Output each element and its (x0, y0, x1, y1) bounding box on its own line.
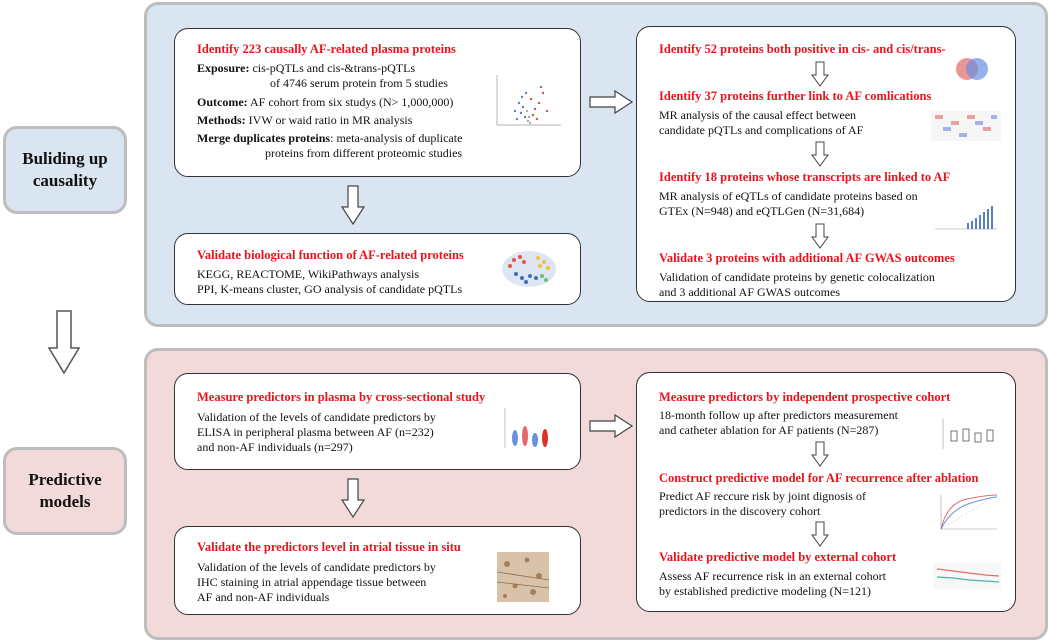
validate-tissue-box: Validate the predictors level in atrial … (174, 526, 581, 615)
box3-t4a: Validation of candidate proteins by gene… (659, 270, 935, 284)
box5-heading: Validate the predictors level in atrial … (197, 540, 461, 554)
down-arrow-icon (811, 61, 829, 87)
box3-t2a: MR analysis of the causal effect between (659, 108, 857, 122)
methods-text: IVW or waid ratio in MR analysis (245, 113, 413, 127)
ihc-stain-thumbnail (497, 552, 549, 602)
down-arrow-icon (811, 521, 829, 547)
box3-h1: Identify 52 proteins both positive in ci… (659, 42, 946, 56)
violin-plot-thumbnail (504, 408, 548, 448)
box6-h3: Validate predictive model by external co… (659, 550, 897, 564)
network-thumbnail (502, 251, 556, 287)
outcome-label: Outcome: (197, 95, 248, 109)
merge-text-2: proteins from different proteomic studie… (265, 146, 463, 160)
box3-h2: Identify 37 proteins further link to AF … (659, 89, 932, 103)
box2-heading: Validate biological function of AF-relat… (197, 248, 464, 262)
causality-label-line2: causality (32, 171, 98, 190)
box6-t2a: Predict AF reccure risk by joint dignosi… (659, 489, 866, 503)
box6-t1b: and catheter ablation for AF patients (N… (659, 423, 879, 437)
box6-t2b: predictors in the discovery cohort (659, 504, 821, 518)
venn-thumbnail (956, 58, 988, 80)
right-arrow-icon (589, 89, 634, 115)
measure-plasma-box: Measure predictors in plasma by cross-se… (174, 373, 581, 470)
causality-label: Buliding up causality (3, 126, 127, 214)
box5-line3: AF and non-AF individuals (197, 590, 330, 604)
exposure-text-2: of 4746 serum protein from 5 studies (270, 76, 448, 90)
predictive-label: Predictive models (3, 447, 127, 535)
merge-text: : meta-analysis of duplicate (330, 131, 463, 145)
methods-label: Methods: (197, 113, 246, 127)
down-arrow-icon (47, 310, 81, 375)
box3-h4: Validate 3 proteins with additional AF G… (659, 251, 955, 265)
right-arrow-icon (589, 413, 634, 439)
heatmap-thumbnail (931, 111, 1001, 141)
roc-curve-thumbnail (940, 494, 998, 530)
volcano-plot-thumbnail (496, 75, 561, 126)
bar-chart-thumbnail (935, 206, 997, 230)
box3-t2b: candidate pQTLs and complications of AF (659, 123, 864, 137)
prospective-cohort-box: Measure predictors by independent prospe… (636, 372, 1016, 612)
down-arrow-icon (340, 478, 366, 519)
box5-line2: IHC staining in atrial appendage tissue … (197, 575, 427, 589)
box2-line1: KEGG, REACTOME, WikiPathways analysis (197, 267, 420, 281)
box4-line3: and non-AF individuals (n=297) (197, 440, 353, 454)
validate-biological-box: Validate biological function of AF-relat… (174, 233, 581, 305)
exposure-label: Exposure: (197, 61, 250, 75)
down-arrow-icon (811, 223, 829, 249)
down-arrow-icon (340, 185, 366, 226)
exposure-text: cis-pQTLs and cis-&trans-pQTLs (249, 61, 416, 75)
box4-heading: Measure predictors in plasma by cross-se… (197, 390, 486, 404)
predictive-label-line2: models (39, 492, 91, 511)
outcome-text: AF cohort from six studys (N> 1,000,000) (247, 95, 454, 109)
box3-t4b: and 3 additional AF GWAS outcomes (659, 285, 840, 299)
identify-223-box: Identify 223 causally AF-related plasma … (174, 28, 581, 177)
box4-line2: ELISA in peripheral plasma between AF (n… (197, 425, 434, 439)
box2-line2: PPI, K-means cluster, GO analysis of can… (197, 282, 463, 296)
box5-line1: Validation of the levels of candidate pr… (197, 560, 436, 574)
box6-h2: Construct predictive model for AF recurr… (659, 471, 979, 485)
box6-t3b: by established predictive modeling (N=12… (659, 584, 872, 598)
boxplot-thumbnail (942, 419, 994, 449)
down-arrow-icon (811, 141, 829, 167)
box6-t1a: 18-month follow up after predictors meas… (659, 408, 898, 422)
predictive-label-line1: Predictive (28, 470, 102, 489)
box6-t3a: Assess AF recurrence risk in an external… (659, 569, 886, 583)
box3-h3: Identify 18 proteins whose transcripts a… (659, 170, 951, 184)
down-arrow-icon (811, 441, 829, 467)
box4-line1: Validation of the levels of candidate pr… (197, 410, 436, 424)
risk-curve-thumbnail (933, 563, 1001, 589)
box3-t3a: MR analysis of eQTLs of candidate protei… (659, 189, 918, 203)
box1-heading: Identify 223 causally AF-related plasma … (197, 42, 456, 56)
identify-proteins-box: Identify 52 proteins both positive in ci… (636, 26, 1016, 302)
box6-h1: Measure predictors by independent prospe… (659, 390, 951, 404)
box3-t3b: GTEx (N=948) and eQTLGen (N=31,684) (659, 204, 865, 218)
causality-label-line1: Buliding up (22, 149, 108, 168)
merge-label: Merge duplicates proteins (197, 131, 331, 145)
